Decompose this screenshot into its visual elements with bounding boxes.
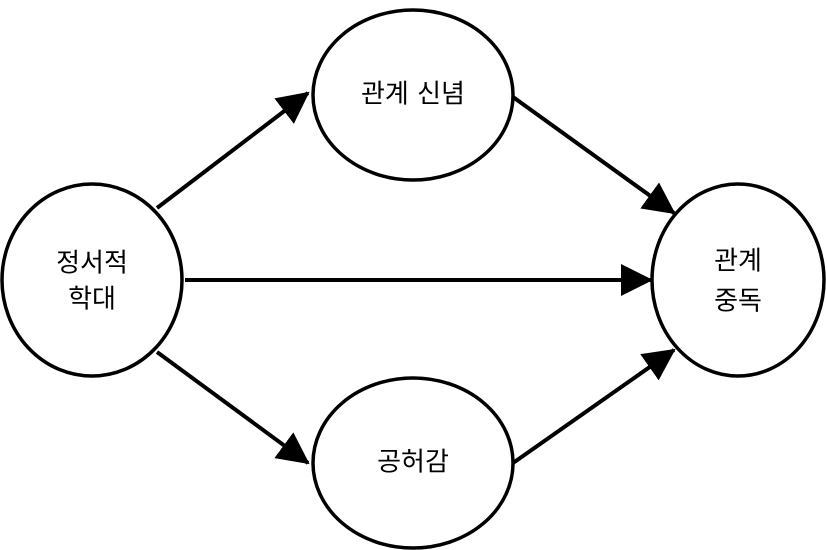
node-emotional-abuse: 정서적 학대 — [0, 182, 184, 378]
node-emotional-abuse-label-line2: 학대 — [68, 285, 116, 315]
node-relationship-addiction-label-line2: 중독 — [714, 287, 762, 317]
node-emptiness-label: 공허감 — [377, 448, 449, 478]
node-relationship-belief: 관계 신념 — [311, 8, 515, 182]
arrow-belief-to-addiction — [511, 95, 676, 215]
node-relationship-addiction: 관계 중독 — [650, 182, 826, 378]
node-emptiness: 공허감 — [311, 376, 515, 550]
arrow-abuse-to-emptiness — [155, 350, 310, 465]
node-relationship-belief-label: 관계 신념 — [361, 80, 465, 110]
node-emotional-abuse-label-line1: 정서적 — [56, 249, 128, 279]
node-relationship-addiction-label-line1: 관계 — [714, 247, 762, 277]
arrow-abuse-to-belief — [155, 91, 310, 210]
arrow-emptiness-to-addiction — [511, 348, 676, 465]
